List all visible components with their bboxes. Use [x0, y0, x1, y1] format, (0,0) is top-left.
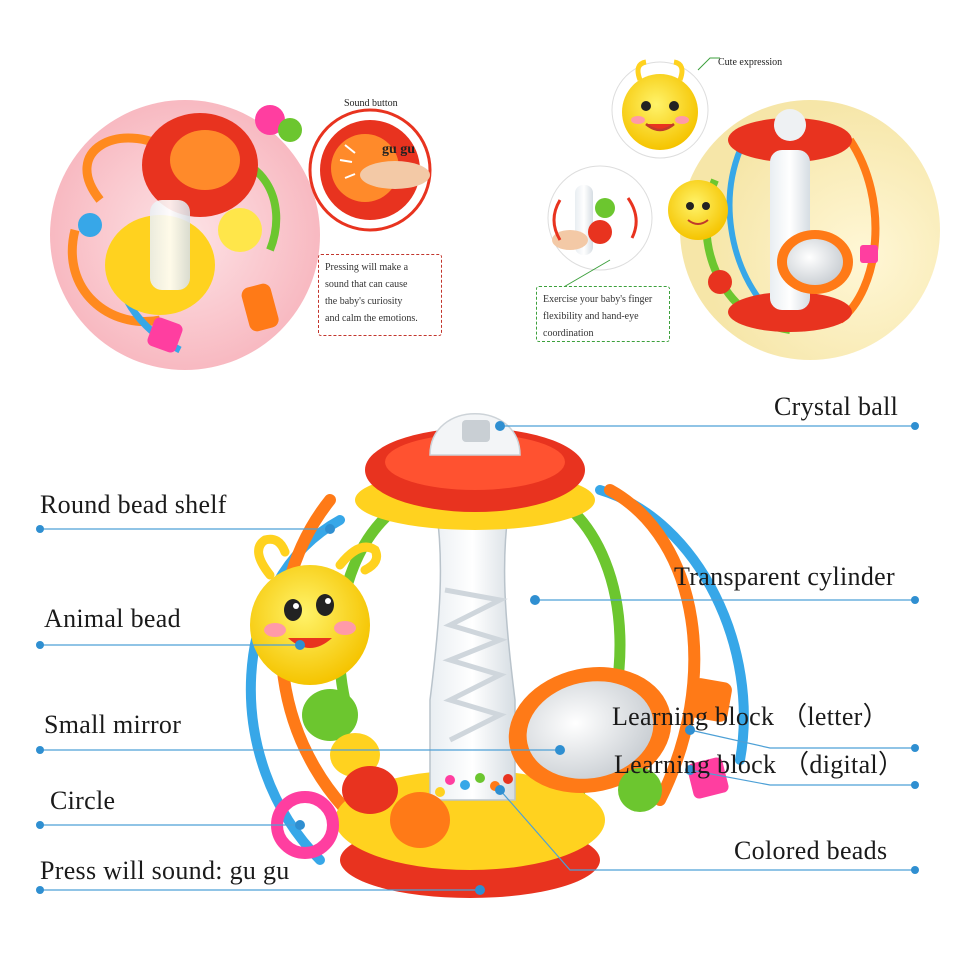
top-right-toy-photo [668, 100, 940, 360]
top-left-toy-photo [50, 100, 320, 370]
label-animal-bead: Animal bead [44, 604, 181, 633]
sound-note-line-3: the baby's curiosity [325, 296, 403, 307]
label-crystal-ball: Crystal ball [774, 392, 899, 421]
sound-note-line-4: and calm the emotions. [325, 313, 418, 324]
sound-note-line-2: sound that can cause [325, 279, 408, 290]
sound-note-box: Pressing will make a sound that can caus… [318, 254, 442, 336]
finger-exercise-zoom [547, 165, 653, 271]
leader-lines [40, 425, 915, 891]
sound-button-callout: Sound button [344, 98, 398, 109]
sound-note-line-1: Pressing will make a [325, 262, 409, 273]
sound-text: gu gu [382, 142, 416, 157]
label-colored-beads: Colored beads [734, 836, 888, 865]
finger-note-box: Exercise your baby's finger flexibility … [536, 286, 670, 342]
cute-expression-zoom [611, 59, 709, 159]
main-toy [245, 413, 749, 898]
cute-expression-callout: Cute expression [718, 57, 783, 68]
label-learning-block-letter: Learning block （letter） [612, 702, 889, 731]
label-small-mirror: Small mirror [44, 710, 182, 739]
finger-note-line-1: Exercise your baby's finger [543, 294, 653, 305]
leader-dots [36, 421, 919, 895]
label-transparent-cylinder: Transparent cylinder [674, 562, 895, 591]
sound-button-zoom [308, 108, 432, 232]
finger-note-line-2: flexibility and hand-eye [543, 311, 639, 322]
label-round-bead-shelf: Round bead shelf [40, 490, 227, 519]
label-learning-block-digital: Learning block （digital） [614, 750, 905, 779]
label-press-will-sound: Press will sound: gu gu [40, 856, 290, 885]
finger-note-line-3: coordination [543, 328, 594, 339]
label-circle: Circle [50, 786, 116, 815]
